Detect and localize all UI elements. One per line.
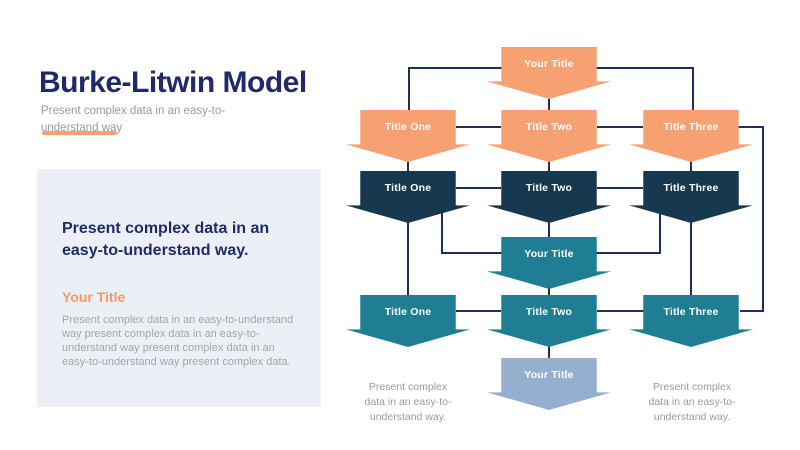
diagram-caption-right: Present complex data in an easy-to- unde… <box>648 380 736 423</box>
node-label: Title Three <box>663 182 719 194</box>
node-label: Title Two <box>525 182 573 194</box>
slide-title: Burke-Litwin Model <box>39 66 307 100</box>
connector-far-right <box>735 126 764 312</box>
diagram-caption-left: Present complex data in an easy-to- unde… <box>364 380 452 423</box>
node-label: Your Title <box>524 58 574 70</box>
panel-subheading: Your Title <box>62 289 126 305</box>
connector-r3-r5 <box>407 216 692 297</box>
panel-body-text: Present complex data in an easy-to-under… <box>62 314 294 368</box>
panel-heading: Present complex data in an easy-to-under… <box>62 220 270 259</box>
node-label: Title Three <box>663 306 719 318</box>
node-label: Title Two <box>525 121 573 133</box>
node-label: Your Title <box>524 248 574 260</box>
node-label: Your Title <box>524 369 574 381</box>
node-label: Title Three <box>663 121 719 133</box>
connector-mid-elbows <box>441 196 661 254</box>
slide-subtitle: Present complex data in an easy-to- unde… <box>41 104 226 134</box>
node-label: Title One <box>384 182 432 194</box>
node-label: Title One <box>384 306 432 318</box>
accent-divider <box>42 131 117 135</box>
node-label: Title One <box>384 121 432 133</box>
text-panel: Present complex data in an easy-to-under… <box>37 169 321 407</box>
node-label: Title Two <box>525 306 573 318</box>
